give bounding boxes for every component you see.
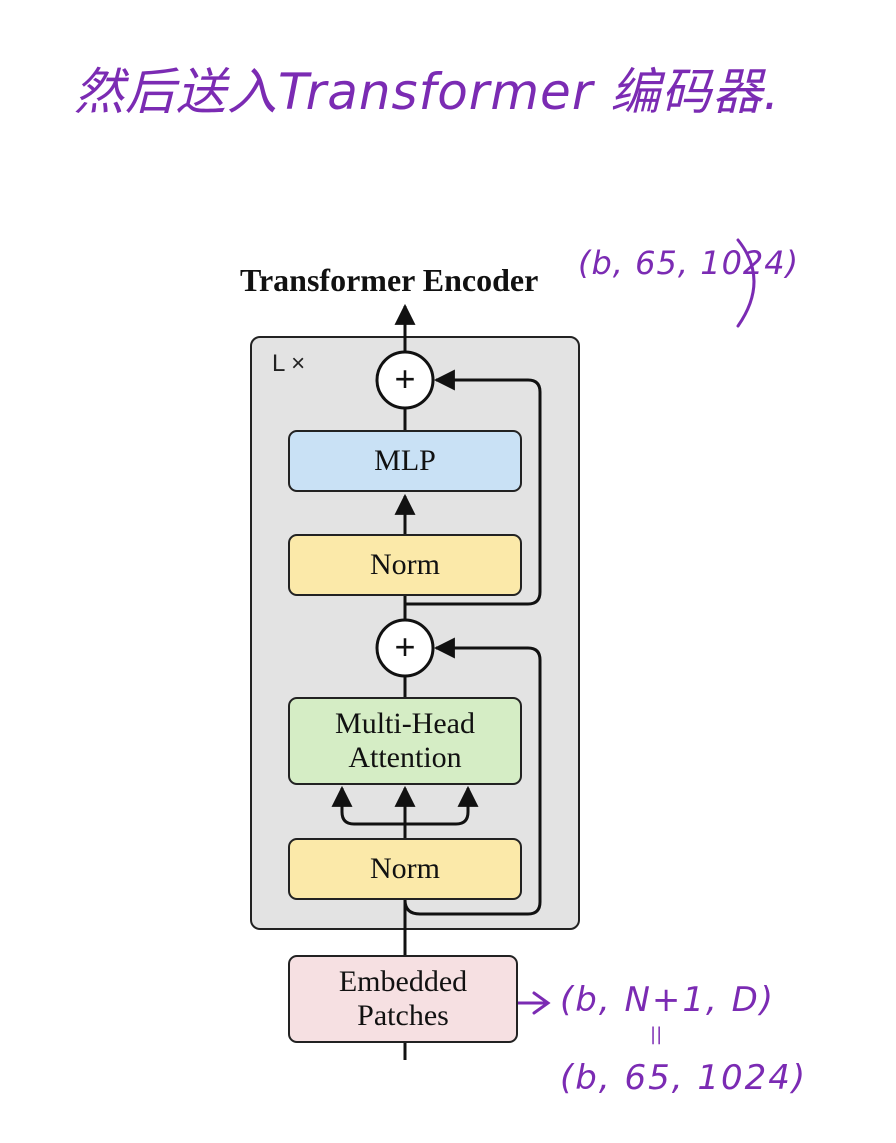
add-node-top: [375, 350, 435, 410]
norm-bottom-box: Norm: [288, 838, 522, 900]
add-symbol-top: +: [394, 358, 416, 399]
residual-connection-2: [405, 369, 542, 606]
attention-label: Multi-Head Attention: [335, 707, 475, 774]
multi-head-attention-box: Multi-Head Attention: [288, 697, 522, 785]
residual-connection-1: [403, 637, 542, 916]
norm-top-box: Norm: [288, 534, 522, 596]
add-symbol-bottom: +: [394, 626, 416, 667]
mlp-label: MLP: [374, 444, 436, 478]
output-shape-annotation: (b, 65, 1024): [578, 244, 800, 282]
embedded-patches-box: Embedded Patches: [288, 955, 518, 1043]
norm-top-label: Norm: [370, 548, 440, 582]
input-shape-value-annotation: (b, 65, 1024): [560, 1058, 808, 1098]
handwritten-top-note: 然后送入Transformer 编码器.: [74, 63, 781, 121]
add-node-bottom: [375, 618, 435, 678]
input-shape-annotation: (b, N+1, D): [560, 980, 776, 1020]
norm-bottom-label: Norm: [370, 852, 440, 886]
repeat-label: L ×: [272, 350, 306, 377]
embedded-patches-label: Embedded Patches: [338, 965, 468, 1032]
diagram-title: Transformer Encoder: [240, 262, 539, 298]
equals-mark: ||: [650, 1024, 663, 1045]
mlp-box: MLP: [288, 430, 522, 492]
output-shape-paren-stroke: [736, 238, 756, 328]
